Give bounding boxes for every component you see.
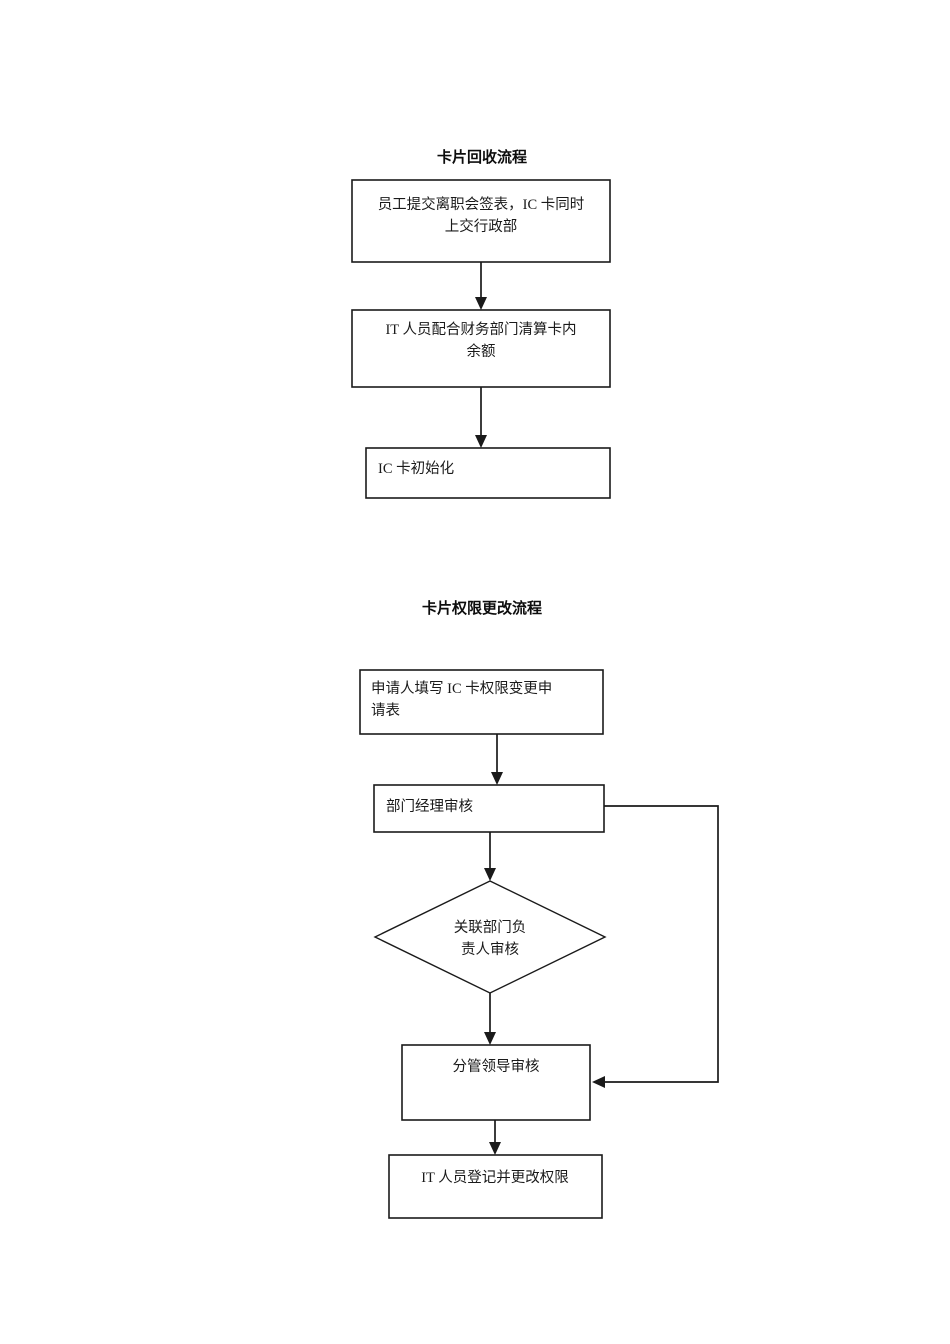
connector-permission-conn-3 — [484, 993, 496, 1045]
connector-permission-conn-bypass-arrowhead — [592, 1076, 605, 1088]
node-permission-decision-shape[interactable] — [373, 880, 607, 994]
node-recovery-step-1-line-1: 员工提交离职会签表，IC 卡同时 — [378, 195, 585, 213]
node-recovery-step-1[interactable]: 员工提交离职会签表，IC 卡同时 上交行政部 — [351, 179, 611, 263]
node-recovery-step-2-line-2: 余额 — [467, 342, 496, 360]
connector-permission-conn-3-arrowhead — [484, 1032, 496, 1045]
node-permission-decision-line-2: 责人审核 — [461, 941, 519, 958]
connector-permission-conn-2-arrowhead — [484, 868, 496, 881]
flowchart-title-card-permission-change: 卡片权限更改流程 — [422, 599, 542, 617]
node-permission-decision-line-1: 关联部门负 — [454, 919, 527, 936]
node-permission-decision[interactable]: 关联部门负 责人审核 — [373, 880, 607, 994]
connector-permission-conn-4-arrowhead — [489, 1142, 501, 1155]
connector-permission-conn-2 — [484, 832, 496, 881]
node-permission-step-3-box[interactable] — [401, 1044, 591, 1121]
connector-recovery-conn-2 — [475, 387, 487, 448]
node-permission-step-2-box[interactable] — [373, 784, 605, 833]
node-permission-step-4-line-1: IT 人员登记并更改权限 — [421, 1169, 569, 1186]
node-permission-step-4-box[interactable] — [388, 1154, 603, 1219]
node-recovery-step-1-box[interactable] — [351, 179, 611, 263]
connector-recovery-conn-1 — [475, 262, 487, 310]
node-permission-step-2[interactable]: 部门经理审核 — [373, 784, 605, 833]
node-recovery-step-2[interactable]: IT 人员配合财务部门清算卡内 余额 — [351, 309, 611, 388]
connector-permission-conn-1-arrowhead — [491, 772, 503, 785]
flowchart-card-permission-change: 卡片权限更改流程 申请人填写 IC 卡权限变更申 请表 部门经理审核 — [359, 599, 719, 1219]
node-permission-step-3[interactable]: 分管领导审核 — [401, 1044, 591, 1121]
flowchart-card-recovery: 卡片回收流程 员工提交离职会签表，IC 卡同时 上交行政部 IT 人员配合财务部… — [351, 148, 611, 499]
node-permission-step-1-line-2: 请表 — [371, 702, 400, 719]
node-recovery-step-3[interactable]: IC 卡初始化 — [365, 447, 611, 499]
node-recovery-step-3-box[interactable] — [365, 447, 611, 499]
node-permission-step-4[interactable]: IT 人员登记并更改权限 — [388, 1154, 603, 1219]
node-permission-step-3-line-1: 分管领导审核 — [453, 1058, 540, 1075]
connector-recovery-conn-2-arrowhead — [475, 435, 487, 448]
node-permission-step-1-line-1: 申请人填写 IC 卡权限变更申 — [371, 680, 552, 697]
node-recovery-step-3-line-1: IC 卡初始化 — [378, 460, 454, 477]
node-permission-step-2-line-1: 部门经理审核 — [386, 798, 473, 815]
connector-permission-conn-bypass — [592, 805, 719, 1088]
connector-recovery-conn-1-arrowhead — [475, 297, 487, 310]
node-permission-step-1-box[interactable] — [359, 669, 604, 735]
node-permission-step-1[interactable]: 申请人填写 IC 卡权限变更申 请表 — [359, 669, 604, 735]
connector-permission-conn-bypass-path — [604, 805, 719, 1083]
connector-permission-conn-1 — [491, 734, 503, 785]
node-recovery-step-2-line-1: IT 人员配合财务部门清算卡内 — [385, 321, 576, 338]
flowchart-title-card-recovery: 卡片回收流程 — [437, 148, 527, 166]
connector-permission-conn-4 — [489, 1120, 501, 1155]
node-recovery-step-2-box[interactable] — [351, 309, 611, 388]
node-recovery-step-1-line-2: 上交行政部 — [445, 217, 518, 235]
